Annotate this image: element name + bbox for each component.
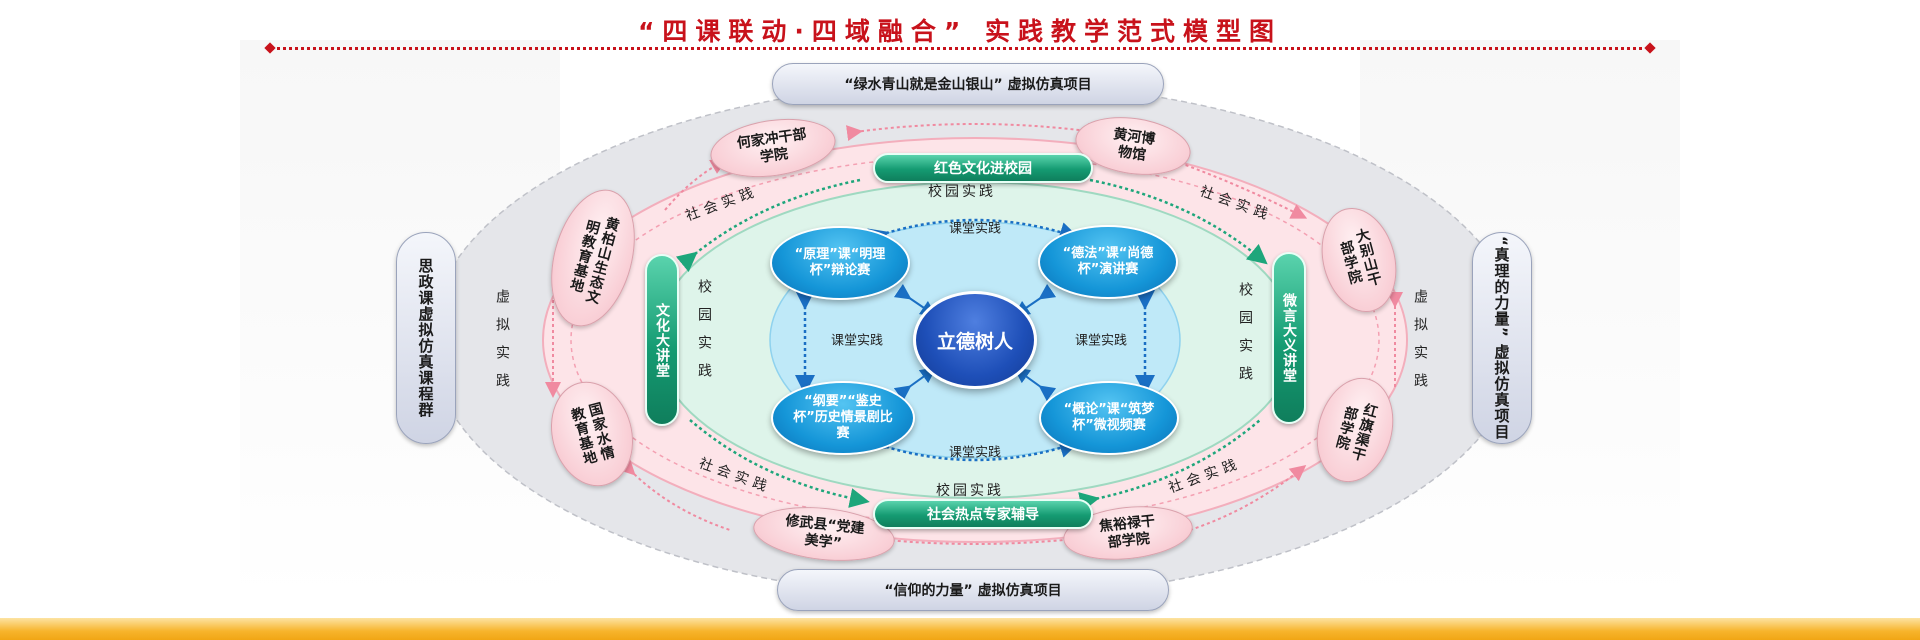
page-title: “四课联动·四域融合” 实践教学范式模型图 bbox=[637, 17, 1283, 46]
campus-arrow-tl bbox=[675, 178, 861, 273]
class-arrow-bottom bbox=[867, 432, 1080, 462]
core-link-bl bbox=[893, 367, 937, 402]
campus-program-right: 微言大义讲堂 bbox=[1272, 252, 1306, 424]
campus-practice-label-top: 校园实践 bbox=[928, 183, 996, 200]
outer-project-left: 思政课虚拟仿真课程群 bbox=[396, 232, 456, 444]
social-arrow-tl bbox=[664, 159, 727, 211]
campus-practice-label-right: 校园实践 bbox=[1237, 282, 1254, 394]
social-arrow-tr bbox=[1179, 162, 1308, 219]
campus-practice-label-bottom: 校园实践 bbox=[936, 482, 1004, 499]
campus-arrow-br bbox=[1078, 419, 1261, 512]
campus-program-top: 红色文化进校园 bbox=[873, 153, 1093, 183]
campus-program-left: 文化大讲堂 bbox=[645, 254, 679, 426]
virtual-practice-label-right: 虚拟实践 bbox=[1412, 289, 1429, 401]
virtual-practice-label-left: 虚拟实践 bbox=[494, 289, 511, 401]
campus-arrow-tr bbox=[1089, 178, 1268, 265]
social-arrow-br bbox=[1189, 465, 1307, 531]
classroom-practice-label-left: 课堂实践 bbox=[830, 333, 884, 349]
campus-program-bottom: 社会热点专家辅导 bbox=[873, 499, 1093, 529]
campus-arrow-bl bbox=[689, 419, 870, 508]
title-divider bbox=[270, 47, 1650, 50]
outer-project-top: “绿水青山就是金山银山” 虚拟仿真项目 bbox=[772, 63, 1164, 105]
classroom-practice-label-right: 课堂实践 bbox=[1074, 333, 1128, 349]
classroom-practice-label-top: 课堂实践 bbox=[948, 221, 1002, 237]
contest-bottom-left: “纲要”“鉴史杯”历史情景剧比赛 bbox=[771, 381, 915, 455]
social-arrow-top bbox=[846, 123, 1103, 141]
outer-project-bottom: “信仰的力量” 虚拟仿真项目 bbox=[777, 569, 1169, 611]
contest-bottom-right: “概论”课“筑梦杯”微视频赛 bbox=[1039, 381, 1179, 455]
bottom-decor-band bbox=[0, 618, 1920, 640]
contest-top-right: “德法”课“尚德杯”演讲赛 bbox=[1038, 225, 1178, 299]
outer-project-right: “真理的力量” 虚拟仿真项目 bbox=[1472, 232, 1532, 444]
social-arrow-bl bbox=[618, 458, 731, 531]
core-link-br bbox=[1013, 367, 1057, 402]
class-arrow-top bbox=[867, 218, 1080, 248]
core-lideshuren: 立德树人 bbox=[913, 291, 1037, 389]
contest-top-left: “原理”课“明理杯”辩论赛 bbox=[770, 226, 910, 300]
classroom-practice-label-bottom: 课堂实践 bbox=[948, 445, 1002, 461]
campus-practice-label-left: 校园实践 bbox=[696, 279, 713, 391]
